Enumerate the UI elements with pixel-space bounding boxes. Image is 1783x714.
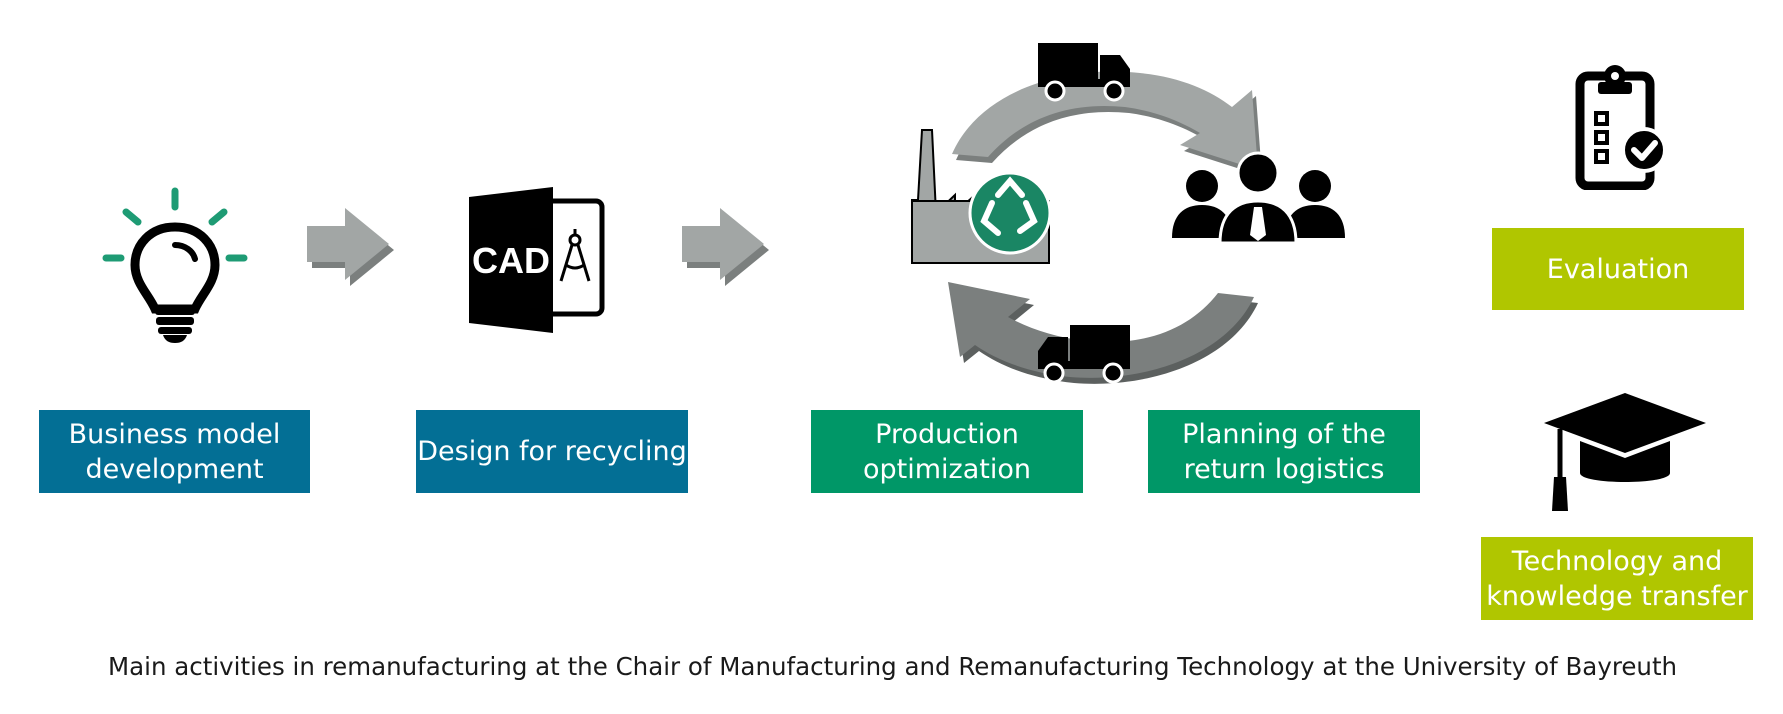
truck-icon: [1038, 325, 1130, 384]
recycle-icon: [980, 176, 1038, 236]
cycle-arrow-upper: [952, 71, 1262, 176]
graduation-cap-icon: [1544, 393, 1706, 511]
compass-icon: [559, 229, 591, 282]
cycle-arrow-lower: [948, 282, 1258, 384]
factory-recycling-icon: [911, 129, 1052, 264]
lightbulb-icon: [102, 187, 248, 343]
design-for-recycling-box: Design for recycling: [416, 410, 688, 493]
bulb-glass: [130, 222, 220, 314]
evaluation-box: Evaluation: [1492, 228, 1744, 310]
truck-icon: [1038, 43, 1130, 102]
flow-arrow-right: [682, 208, 769, 286]
clipboard-checklist-icon: [1575, 65, 1667, 190]
bulb-rays: [102, 187, 248, 262]
cad-icon: CAD: [469, 187, 605, 333]
cad-label: CAD: [472, 240, 550, 281]
flow-arrow-right: [307, 208, 394, 286]
production-logistics-cycle: [911, 43, 1345, 384]
people-group-icon: [1172, 151, 1345, 245]
figure-caption: Main activities in remanufacturing at th…: [108, 652, 1678, 681]
